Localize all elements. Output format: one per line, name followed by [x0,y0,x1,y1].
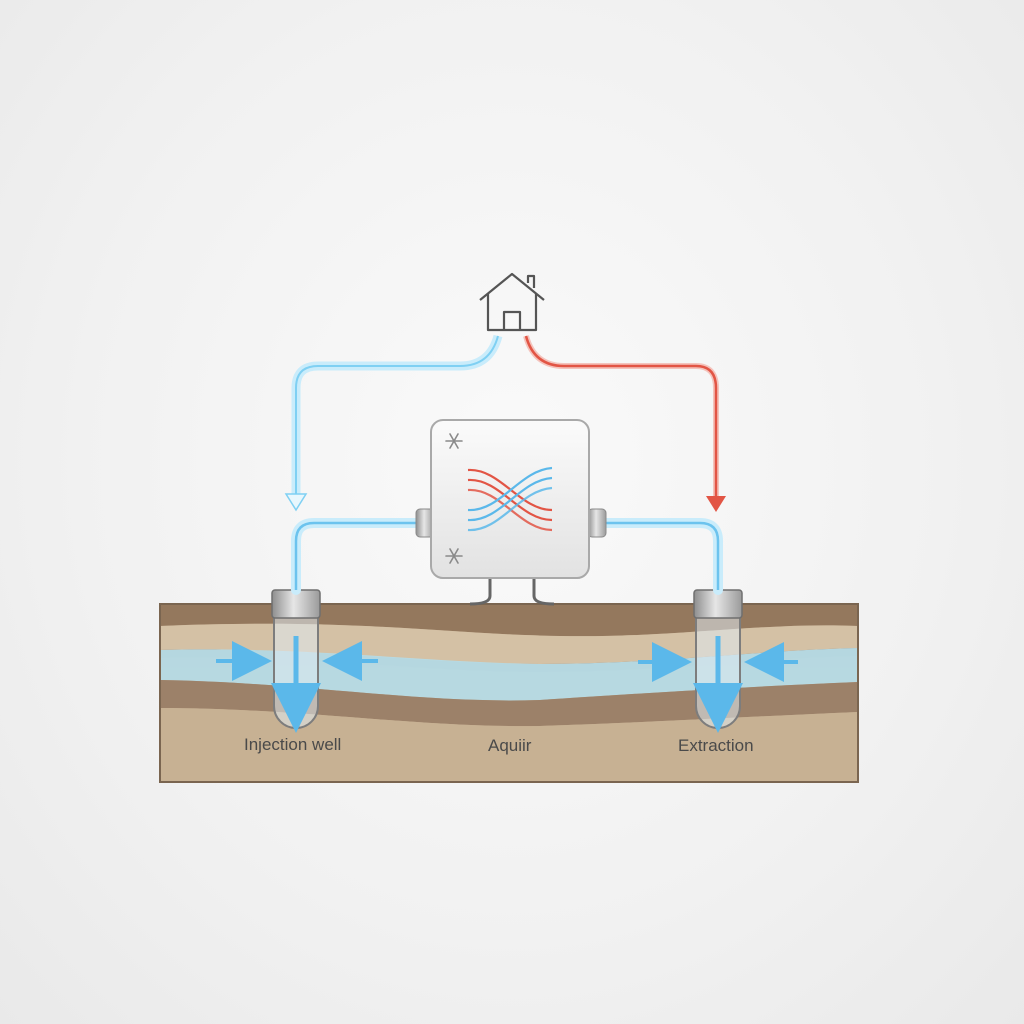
exchanger-leg-left [469,578,492,606]
bedrock-layer [160,708,858,782]
extraction-well-label: Extraction [678,736,754,755]
right-cold-pipe [595,518,723,595]
well-connection-pipes [291,518,723,595]
building-loop [284,334,726,512]
injection-well [216,589,378,733]
topsoil-layer [160,604,858,637]
hot-line-arrowhead [706,496,726,512]
snowflake-icon [445,433,463,449]
aquifer-label: Aquiir [488,736,532,755]
lower-dark-band [160,680,858,727]
right-pipe-connector [587,508,607,538]
extraction-well [638,589,798,733]
house-icon [479,272,545,332]
cold-line-arrowhead [284,493,308,512]
heat-exchanger-icon [467,466,553,532]
heat-exchanger [415,419,607,606]
left-cold-pipe [291,518,425,595]
snowflake-icon [445,548,463,564]
injection-well-label: Injection well [244,735,342,754]
exchanger-leg-right [532,578,555,606]
